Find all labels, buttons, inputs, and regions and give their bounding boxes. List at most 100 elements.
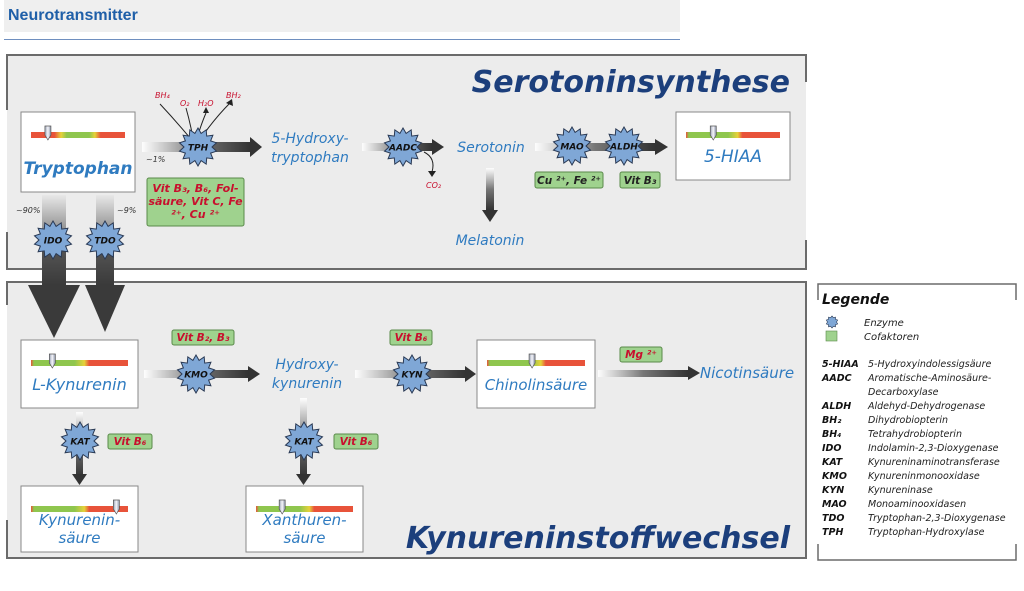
enzyme-label: AADC bbox=[388, 144, 417, 154]
box-frame bbox=[20, 111, 136, 193]
gauge-marker-icon bbox=[528, 353, 536, 369]
enzyme-aldh: ALDH bbox=[604, 125, 644, 167]
serotonin-label: Serotonin bbox=[457, 140, 525, 156]
metabolite-box-tryptophan: Tryptophan bbox=[20, 111, 136, 193]
enzyme-tph: TPH bbox=[178, 126, 218, 168]
cofactor-text-line: Vit B₃, B₆, Fol- bbox=[152, 182, 238, 195]
page-title: Neurotransmitter bbox=[8, 7, 138, 24]
legend-enzyme-entry: Enzyme bbox=[825, 315, 904, 329]
o2-label: O₂ bbox=[180, 99, 190, 108]
serotonin-panel bbox=[7, 55, 806, 269]
enzyme-star-icon bbox=[284, 420, 324, 462]
level-gauge bbox=[31, 506, 128, 512]
legend-desc: Tetrahydrobiopterin bbox=[868, 429, 962, 440]
legend-abbr: TDO bbox=[822, 513, 844, 524]
legend-cofactor-entry: Cofaktoren bbox=[825, 330, 919, 343]
level-gauge bbox=[686, 132, 780, 138]
header-divider bbox=[4, 39, 680, 40]
gauge-marker-icon bbox=[709, 125, 717, 141]
cofactor-square-icon bbox=[619, 346, 663, 363]
cofactor-text-line: säure, Vit C, Fe bbox=[148, 195, 243, 208]
hydroxykynurenin-label-line1: Hydroxy- bbox=[275, 357, 338, 373]
enzyme-tdo: TDO bbox=[85, 219, 125, 261]
enzyme-label: TPH bbox=[188, 144, 209, 154]
box-frame bbox=[245, 485, 364, 553]
legend-abbreviation-row: 5-HIAA 5-Hydroxyindolessigsäure bbox=[822, 359, 991, 370]
legend-symbol-label: Cofaktoren bbox=[864, 332, 919, 343]
cofactor-square-icon bbox=[825, 330, 838, 342]
level-gauge bbox=[31, 360, 128, 366]
metabolite-label: L-Kynurenin bbox=[32, 375, 126, 394]
enzyme-label: IDO bbox=[44, 237, 63, 247]
metabolite-label: Chinolinsäure bbox=[485, 376, 588, 394]
legend-symbol-label: Enzyme bbox=[864, 318, 904, 329]
metabolite-box-hiaa: 5-HIAA bbox=[675, 111, 791, 181]
h2o-arrowhead bbox=[203, 107, 209, 113]
kynurenine-section-title: Kynureninstoffwechsel bbox=[406, 521, 791, 556]
enzyme-star-icon bbox=[176, 353, 216, 395]
legend-desc-cont: Decarboxylase bbox=[868, 387, 939, 398]
cofactor-square-icon bbox=[146, 177, 245, 227]
cofactor-text: Vit B₂, B₃ bbox=[176, 332, 229, 344]
gauge-marker-icon bbox=[113, 499, 120, 515]
bh2-arrowhead bbox=[226, 99, 233, 106]
enzyme-kat2: KAT bbox=[284, 420, 324, 462]
co2-arrowhead bbox=[428, 171, 436, 177]
gauge-marker-icon bbox=[48, 353, 56, 369]
legend-abbr: ALDH bbox=[821, 401, 851, 412]
metabolite-box-chinolinsaeure: Chinolinsäure bbox=[476, 339, 596, 409]
cofactor-kat2: Vit B₆ bbox=[333, 433, 379, 450]
serotonin-panel-border bbox=[6, 54, 807, 270]
cofactor-kyn: Vit B₆ bbox=[389, 329, 433, 346]
metabolite-label-line1: Xanthuren- bbox=[261, 511, 346, 529]
legend-desc: 5-Hydroxyindolessigsäure bbox=[868, 359, 991, 370]
box-frame bbox=[476, 339, 596, 409]
gauge-marker-icon bbox=[278, 499, 286, 515]
serotonin-section-title: Serotoninsynthese bbox=[472, 65, 790, 100]
enzyme-label: KYN bbox=[401, 371, 422, 381]
legend-desc: Kynureninmonooxidase bbox=[868, 471, 980, 482]
bh4-label: BH₄ bbox=[155, 91, 171, 100]
level-gauge bbox=[31, 132, 125, 138]
enzyme-star-icon bbox=[85, 219, 125, 261]
cofactor-square-icon bbox=[389, 329, 433, 346]
cofactor-kat1: Vit B₆ bbox=[107, 433, 153, 450]
cofactor-text: Cu ²⁺, Fe ²⁺ bbox=[537, 175, 601, 187]
legend-desc: Tryptophan-2,3-Dioxygenase bbox=[868, 513, 1006, 524]
enzyme-star-icon bbox=[825, 315, 839, 329]
enzyme-label: KMO bbox=[184, 371, 208, 381]
legend-desc: Indolamin-2,3-Dioxygenase bbox=[868, 443, 999, 454]
legend-abbr: BH₂ bbox=[822, 415, 842, 426]
legend-abbr: TPH bbox=[822, 527, 843, 538]
enzyme-kmo: KMO bbox=[176, 353, 216, 395]
bh2-label: BH₂ bbox=[226, 91, 242, 100]
legend-abbr: 5-HIAA bbox=[822, 359, 859, 370]
legend-abbr: AADC bbox=[821, 373, 852, 384]
enzyme-label: KAT bbox=[70, 438, 90, 448]
metabolite-label: 5-HIAA bbox=[704, 147, 762, 167]
h2o-label: H₂O bbox=[198, 99, 214, 108]
melatonin-arrow bbox=[482, 168, 498, 222]
legend-border bbox=[817, 283, 1017, 561]
mao-aldh-arrow bbox=[535, 139, 668, 155]
metabolite-box-kynureninsaeure: Kynurenin-säure bbox=[20, 485, 139, 553]
tdo-percentage: ~9% bbox=[117, 206, 136, 215]
co2-label: CO₂ bbox=[426, 181, 442, 190]
enzyme-star-icon bbox=[392, 353, 432, 395]
cofactor-kmo: Vit B₂, B₃ bbox=[171, 329, 235, 346]
cofactor-square-icon bbox=[534, 171, 604, 189]
enzyme-label: ALDH bbox=[609, 143, 638, 153]
cofactor-mao: Cu ²⁺, Fe ²⁺ bbox=[534, 171, 604, 189]
legend-abbr: KAT bbox=[822, 457, 844, 468]
legend-abbr: MAO bbox=[822, 499, 847, 510]
hydroxykynurenin-label-line2: kynurenin bbox=[272, 376, 342, 392]
cofactor-text: Vit B₆ bbox=[395, 332, 428, 344]
level-gauge bbox=[256, 506, 353, 512]
metabolite-label-line2: säure bbox=[59, 529, 101, 547]
